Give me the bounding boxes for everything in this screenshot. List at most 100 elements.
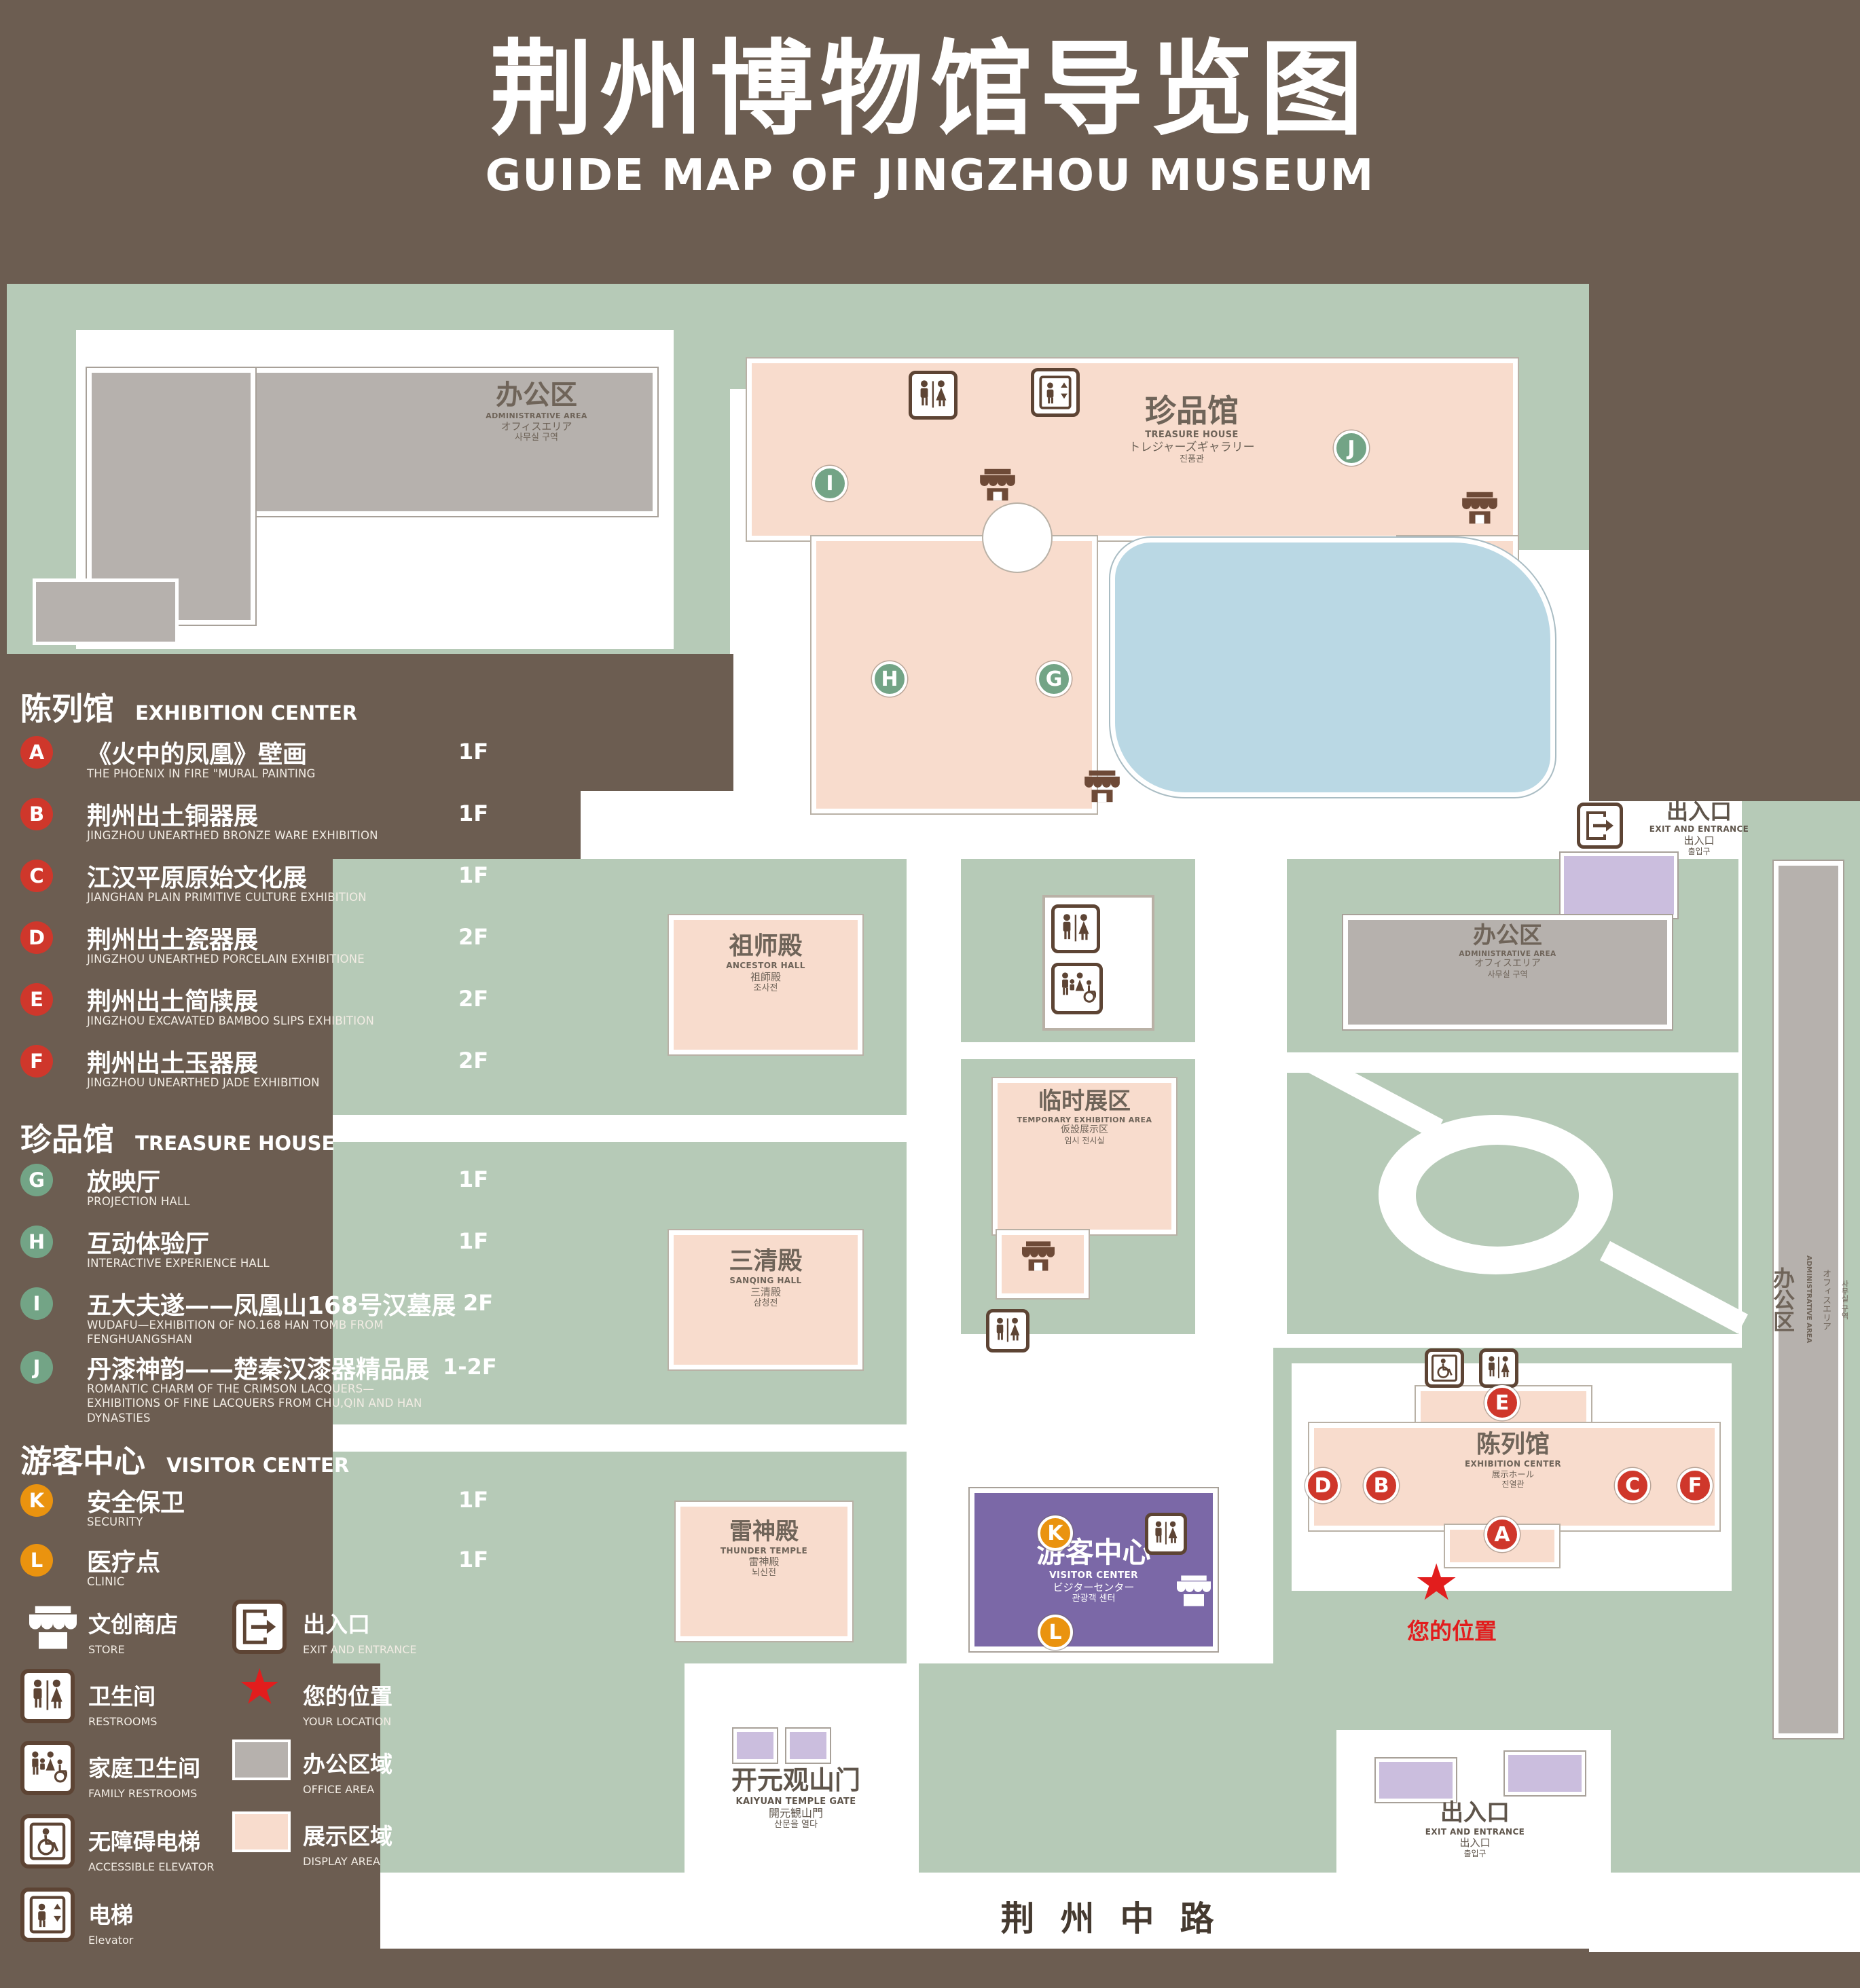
treasure-house-zh: 珍品馆 [1145, 392, 1239, 429]
restroom-icon [909, 371, 958, 420]
restroom-icon [1145, 1513, 1187, 1555]
ancestor-hall-jp: 祖師殿 [750, 970, 781, 983]
temporary-exhibition-jp: 仮設展示区 [1061, 1124, 1108, 1135]
legend-item-floor: 2F [463, 1290, 494, 1316]
legend-symbol-en: Elevator [88, 1934, 134, 1947]
legend-item-zh: 荆州出土简牍展 [87, 988, 259, 1016]
ancestor-hall-kr: 조사전 [753, 982, 778, 993]
legend-item-en: JINGZHOU UNEARTHED PORCELAIN EXHIBITIONE [87, 953, 365, 965]
accessible-elevator-icon [1425, 1348, 1464, 1388]
legend-item-en: JINGZHOU UNEARTHED BRONZE WARE EXHIBITIO… [87, 829, 378, 842]
legend-heading-exhibition-zh: 陈列馆 [20, 691, 114, 727]
legend-symbol-en: FAMILY RESTROOMS [88, 1787, 198, 1800]
legend-item-zh: 荆州出土玉器展 [87, 1050, 259, 1078]
admin-right-strip: 办公区 ADMINISTRATIVE AREA オフィスエリア 사무실 구역 [1770, 861, 1849, 1738]
legend-item-J: J 丹漆神韵——楚秦汉漆器精品展 ROMANTIC CHARM OF THE C… [20, 1350, 536, 1438]
map-marker-E: E [1484, 1385, 1520, 1420]
sanqing-hall-kr: 삼청전 [753, 1297, 778, 1308]
exit-bottom-zh: 出入口 [1440, 1799, 1510, 1826]
legend-item-zh: 互动体验厅 [87, 1230, 210, 1258]
map-marker-L: L [1038, 1615, 1073, 1650]
legend-symbol-office-area: 办公区域 OFFICE AREA [303, 1746, 393, 1796]
display-area-swatch [232, 1811, 291, 1852]
legend-item-zh: 五大夫遂——凤凰山168号汉墓展 [87, 1292, 456, 1320]
temporary-exhibition-zh: 临时展区 [1038, 1088, 1131, 1115]
legend-marker-C: C [20, 860, 53, 892]
treasure-house-en: TREASURE HOUSE [1145, 430, 1239, 441]
map-marker-F: F [1677, 1468, 1713, 1503]
legend-item-floor: 1F [458, 1228, 489, 1254]
legend-item-floor: 2F [458, 1048, 489, 1073]
ancestor-hall-en: ANCESTOR HALL [726, 961, 805, 971]
legend-marker-J: J [20, 1351, 53, 1384]
legend-item-floor: 1-2F [443, 1354, 497, 1380]
legend-symbol-en: EXIT AND ENTRANCE [303, 1643, 417, 1656]
exit-icon [1577, 803, 1623, 849]
exit-right-zh: 出入口 [1666, 798, 1732, 824]
family-restroom-icon [1051, 963, 1103, 1014]
admin-right-en: ADMINISTRATIVE AREA [1805, 1255, 1812, 1344]
exhibition-center-zh: 陈列馆 [1476, 1431, 1550, 1458]
road [380, 1873, 1860, 1949]
legend-item-floor: 2F [458, 986, 489, 1012]
thunder-temple-zh: 雷神殿 [729, 1518, 799, 1545]
exit-bottom-label: 出入口 EXIT AND ENTRANCE 出入口 출입구 [1393, 1799, 1556, 1859]
treasure-house-main [747, 358, 1518, 540]
legend-item-zh: 荆州出土瓷器展 [87, 926, 259, 954]
exit-bottom-structure [1376, 1759, 1456, 1802]
exit-right-jp: 出入口 [1683, 834, 1715, 847]
temporary-exhibition-label: 临时展区 TEMPORARY EXHIBITION AREA 仮設展示区 임시 … [993, 1088, 1176, 1145]
gate-label: 开元观山门 KAIYUAN TEMPLE GATE 開元観山門 산문을 열다 [687, 1765, 905, 1830]
ancestor-hall-zh: 祖师殿 [729, 932, 803, 960]
exit-icon [232, 1600, 287, 1654]
legend-marker-D: D [20, 921, 53, 954]
store-icon [1459, 490, 1501, 528]
legend-symbol-en: DISPLAY AREA [303, 1855, 380, 1868]
exit-bottom-kr: 출입구 [1463, 1849, 1487, 1859]
visitor-center-label: 游客中心 VISITOR CENTER ビジターセンター 관광객 센터 [983, 1536, 1204, 1604]
legend-item-floor: 1F [458, 739, 489, 765]
legend-marker-E: E [20, 983, 53, 1016]
treasure-house-kr: 진품관 [1180, 454, 1204, 465]
your-location-label: 您的位置 [1407, 1618, 1497, 1644]
legend-symbol-zh: 家庭卫生间 [88, 1755, 200, 1782]
exhibition-center-jp: 展示ホール [1491, 1469, 1535, 1479]
legend-heading-treasure-en: TREASURE HOUSE [135, 1132, 335, 1155]
family-restroom-icon [20, 1741, 75, 1795]
sanqing-hall-label: 三清殿 SANQING HALL 三清殿 삼청전 [669, 1247, 862, 1308]
store-icon [1173, 1574, 1214, 1610]
thunder-temple-jp: 雷神殿 [748, 1556, 780, 1568]
legend-item-en: CLINIC [87, 1575, 125, 1588]
visitor-center-jp: ビジターセンター [1053, 1581, 1135, 1594]
thunder-temple-label: 雷神殿 THUNDER TEMPLE 雷神殿 뇌신전 [676, 1518, 852, 1579]
gate-kr: 산문을 열다 [774, 1820, 818, 1830]
round-plaza [983, 504, 1051, 572]
legend-symbol-location: 您的位置 YOUR LOCATION [303, 1678, 393, 1728]
gate-structure [786, 1729, 830, 1763]
legend-item-floor: 1F [458, 1487, 489, 1513]
visitor-center-en: VISITOR CENTER [1049, 1570, 1138, 1581]
restroom-icon [1051, 904, 1100, 953]
thunder-temple-building [676, 1502, 852, 1641]
admin-top-zh: 办公区 [496, 380, 577, 411]
map-marker-B: B [1364, 1468, 1399, 1503]
restroom-icon [20, 1669, 75, 1723]
legend-item-zh: 丹漆神韵——楚秦汉漆器精品展 [87, 1356, 430, 1384]
store-icon [1081, 769, 1123, 807]
exit-bottom-jp: 出入口 [1459, 1837, 1491, 1849]
temporary-exhibition-en: TEMPORARY EXHIBITION AREA [1017, 1115, 1152, 1124]
restroom-icon [986, 1309, 1029, 1352]
legend-heading-exhibition: 陈列馆 EXHIBITION CENTER [20, 684, 357, 729]
garden-island [1416, 1145, 1579, 1247]
sanqing-hall-zh: 三清殿 [729, 1247, 803, 1275]
legend-item-zh: 医疗点 [87, 1549, 161, 1577]
exit-bottom-structure [1505, 1752, 1585, 1795]
path-temples-2 [333, 1424, 907, 1452]
exit-right-gate-structure [1561, 853, 1677, 918]
elevator-icon [20, 1888, 75, 1942]
legend-symbol-zh: 文创商店 [88, 1611, 178, 1638]
admin-right-zh: 办公区 [1770, 1267, 1795, 1332]
admin-mid-en: ADMINISTRATIVE AREA [1459, 949, 1556, 958]
temporary-exhibition-building [993, 1078, 1176, 1234]
admin-right-jp: オフィスエリア [1821, 1268, 1831, 1331]
